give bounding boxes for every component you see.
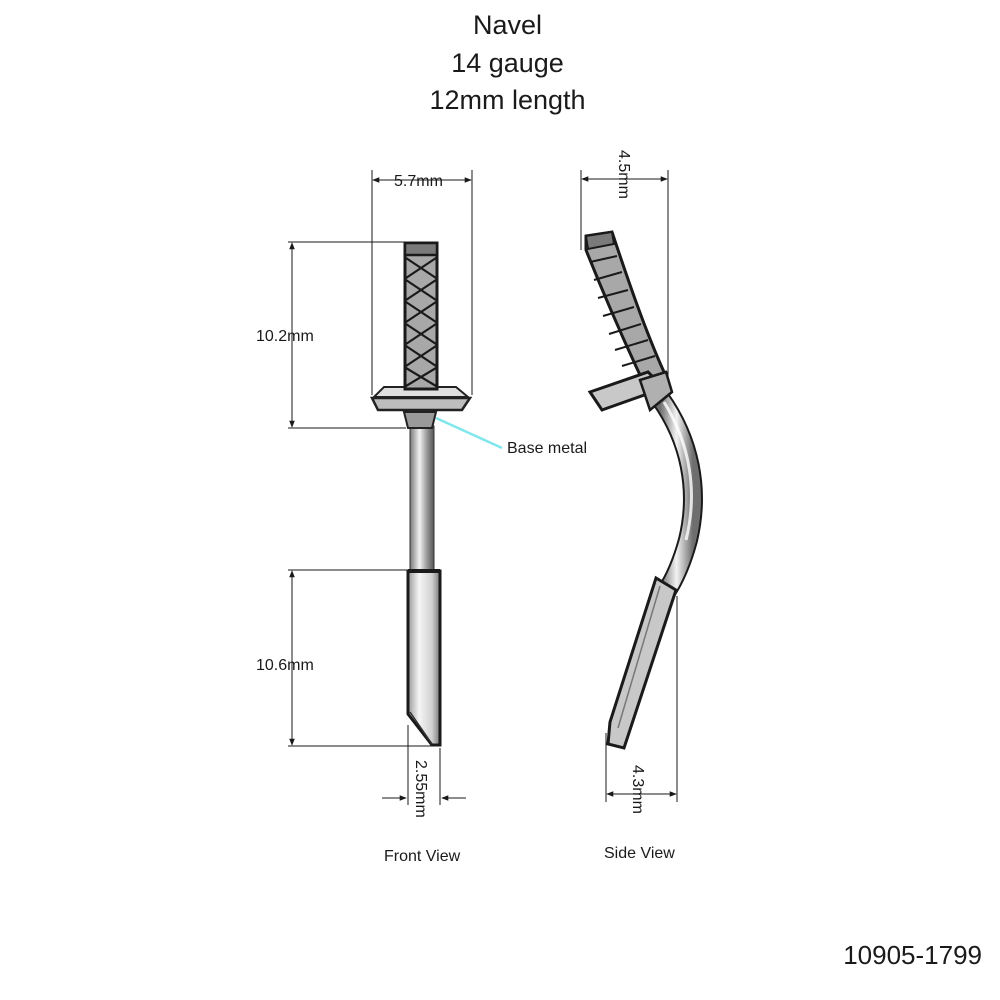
front-base-bead: [402, 411, 438, 429]
label-base-metal: Base metal: [507, 440, 587, 457]
title-line-3: 12mm length: [429, 85, 586, 115]
label-side-view: Side View: [604, 845, 675, 862]
dim-bottom-width: 2.55mm: [412, 760, 429, 818]
front-dimensions: [288, 170, 473, 805]
front-view: [369, 241, 503, 747]
front-guard: [369, 396, 473, 412]
dim-side-bottom-width: 4.3mm: [629, 765, 646, 814]
front-handle: [403, 241, 439, 391]
dim-top-height: 10.2mm: [256, 328, 314, 345]
dim-top-width: 5.7mm: [394, 173, 443, 190]
base-metal-pointer: [435, 416, 503, 450]
label-front-view: Front View: [384, 848, 461, 865]
side-blade: [606, 575, 678, 750]
side-dimensions: [580, 170, 678, 802]
front-guard-top: [371, 386, 471, 398]
front-blade: [406, 569, 442, 747]
side-view: [584, 230, 703, 750]
side-handle-wrap: [589, 255, 656, 367]
part-number: 10905-1799: [843, 940, 982, 970]
front-handle-cap: [403, 241, 439, 257]
front-shaft: [409, 425, 435, 573]
side-handle: [584, 230, 666, 395]
front-handle-wrap: [405, 257, 437, 387]
title-line-1: Navel: [472, 10, 543, 40]
dim-side-top-width: 4.5mm: [615, 150, 632, 199]
dim-bottom-height: 10.6mm: [256, 657, 314, 674]
title-line-2: 14 gauge: [451, 48, 564, 78]
